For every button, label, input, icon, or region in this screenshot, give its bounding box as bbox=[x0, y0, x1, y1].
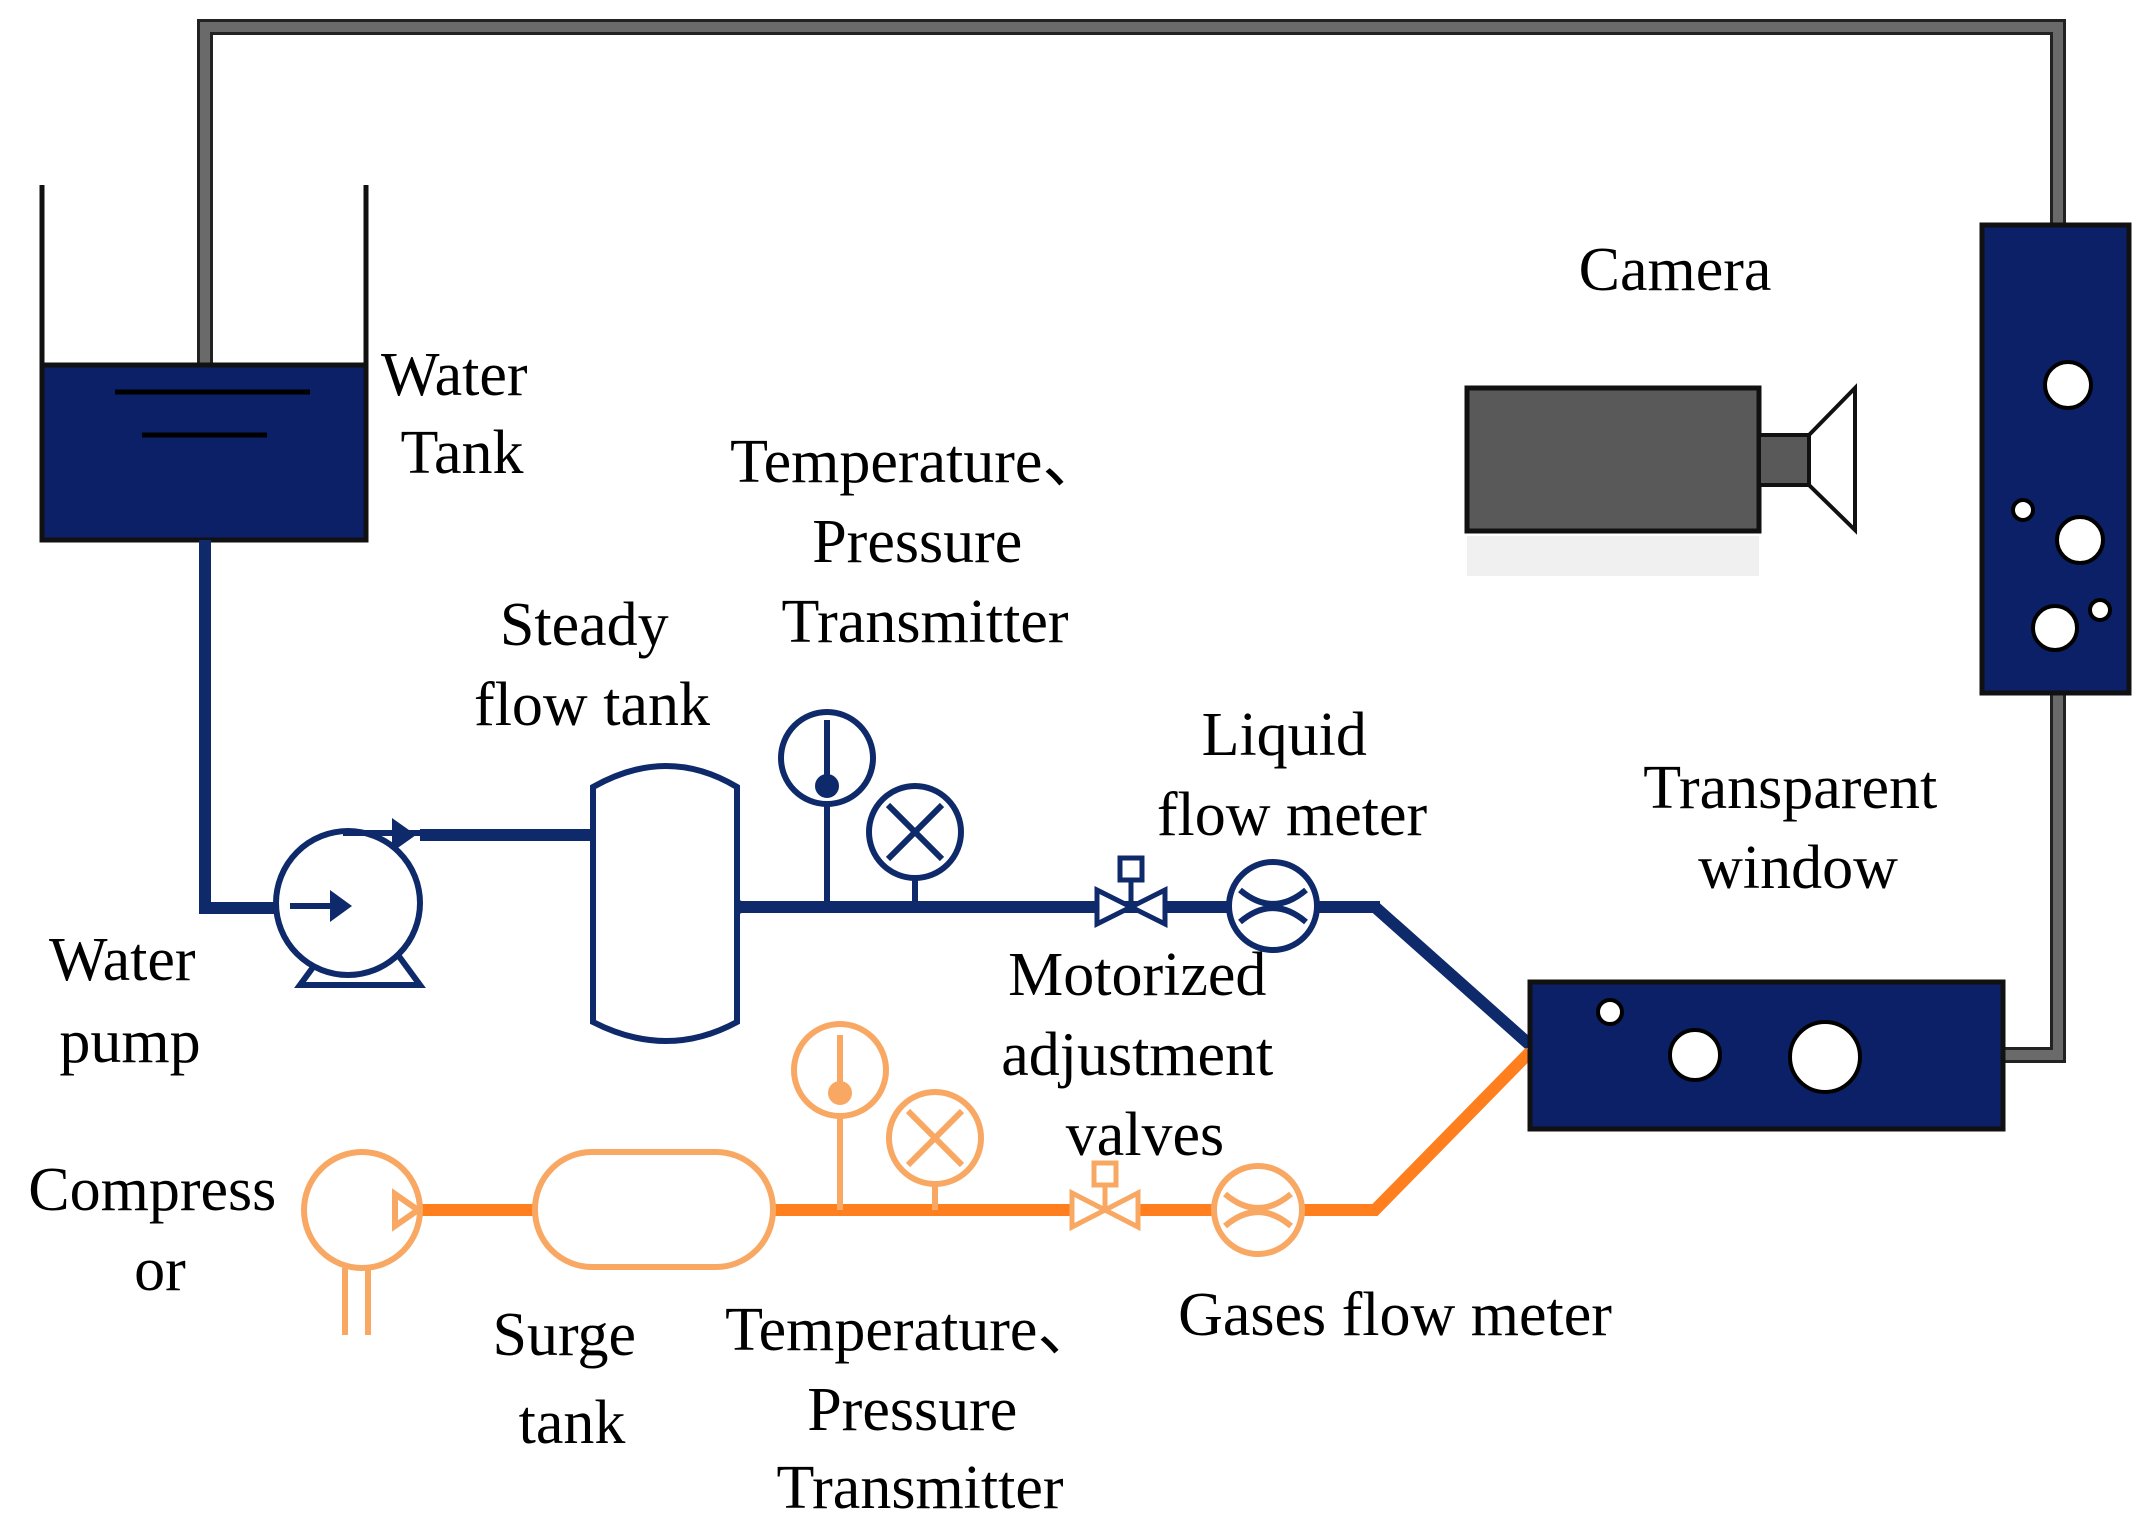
label-compressor: Compress or bbox=[28, 1156, 292, 1304]
compressor bbox=[301, 1149, 424, 1335]
liquid-line bbox=[199, 540, 1534, 1050]
label-gases-flow-meter: Gases flow meter bbox=[1178, 1281, 1612, 1349]
liquid-temperature-gauge bbox=[778, 709, 876, 907]
steady-flow-tank bbox=[590, 763, 740, 1044]
label-surge-tank: Surge tank bbox=[492, 1301, 651, 1457]
liquid-flow-meter bbox=[1226, 859, 1320, 953]
vertical-observation-column bbox=[1979, 222, 2132, 696]
label-gas-tp-transmitter: Temperature、 Pressure Transmitter bbox=[725, 1296, 1115, 1522]
liquid-motorized-valve bbox=[1094, 855, 1168, 929]
label-water-pump: Water pump bbox=[49, 926, 211, 1076]
label-liquid-tp-transmitter: Temperature、 Pressure Transmitter bbox=[730, 428, 1120, 656]
transparent-window bbox=[1527, 979, 2006, 1132]
gas-motorized-valve bbox=[1069, 1160, 1141, 1232]
water-pump bbox=[273, 828, 426, 988]
return-pipe bbox=[197, 19, 2066, 1063]
gas-temperature-gauge bbox=[791, 1021, 889, 1210]
gas-pressure-transmitter bbox=[886, 1089, 984, 1210]
label-water-tank: Water Tank bbox=[381, 341, 543, 487]
camera-icon bbox=[1464, 383, 1857, 576]
label-motorized-valves: Motorized adjustment valves bbox=[1001, 941, 1289, 1169]
label-liquid-flow-meter: Liquid flow meter bbox=[1157, 701, 1428, 849]
gas-line bbox=[408, 1047, 1535, 1216]
liquid-pressure-transmitter bbox=[866, 783, 964, 907]
label-steady-flow-tank: Steady flow tank bbox=[474, 591, 710, 739]
surge-tank bbox=[532, 1149, 776, 1270]
gases-flow-meter bbox=[1211, 1163, 1305, 1257]
label-camera: Camera bbox=[1579, 236, 1772, 304]
label-transparent-window: Transparent window bbox=[1643, 754, 1952, 902]
